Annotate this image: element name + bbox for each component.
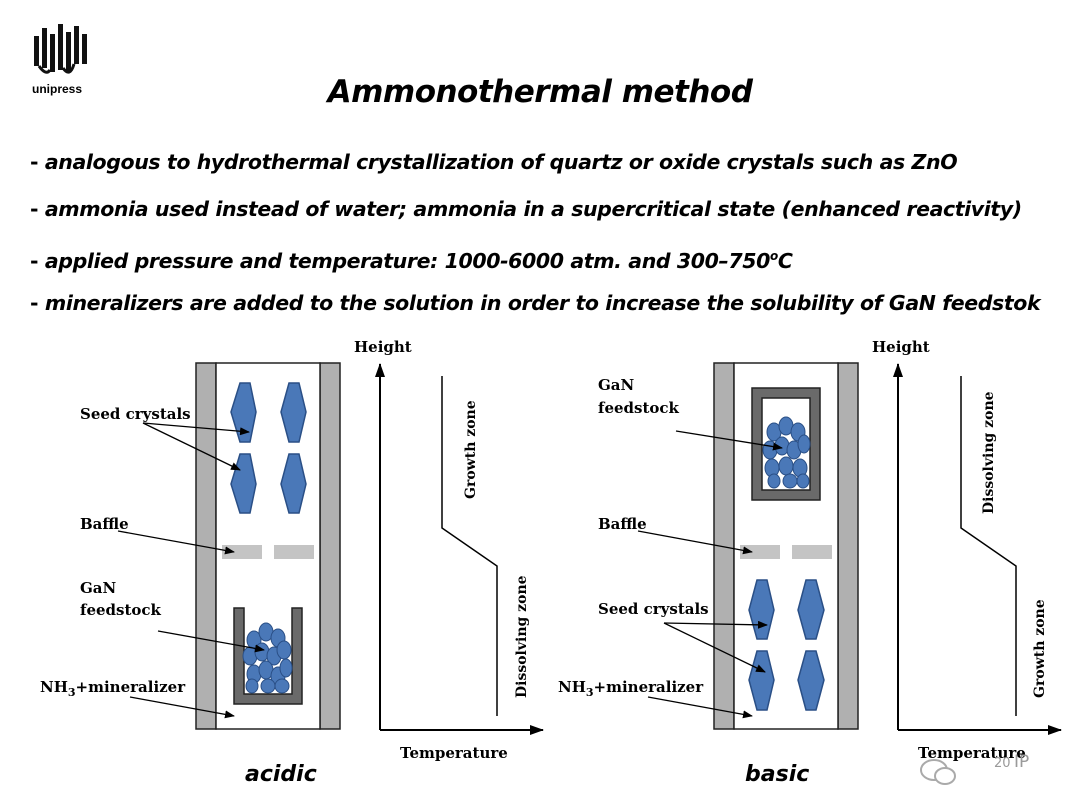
basic-nh3-label: NH3+mineralizer bbox=[558, 678, 704, 699]
acidic-feedstock-label-1: GaN bbox=[80, 579, 117, 597]
acidic-nh3-label: NH3+mineralizer bbox=[40, 678, 186, 699]
basic-crucible bbox=[751, 387, 821, 501]
basic-callouts bbox=[637, 430, 783, 719]
acidic-seed-label: Seed crystals bbox=[80, 405, 191, 423]
watermark: 20 IP bbox=[918, 752, 1048, 792]
page-number: 20 bbox=[994, 756, 1011, 771]
basic-lower-zone-label: Growth zone bbox=[1032, 599, 1048, 698]
unipress-logo bbox=[34, 24, 87, 74]
basic-baffle-label: Baffle bbox=[598, 515, 647, 533]
logo-text: unipress bbox=[32, 82, 83, 96]
acidic-callouts bbox=[117, 422, 265, 719]
basic-seed-label: Seed crystals bbox=[598, 600, 709, 618]
acidic-upper-zone-label: Growth zone bbox=[463, 400, 479, 499]
slide-title: Ammonothermal method bbox=[327, 74, 753, 110]
basic-caption: basic bbox=[745, 762, 810, 787]
basic-temperature-plot bbox=[893, 363, 1062, 735]
bullet-item: - analogous to hydrothermal crystallizat… bbox=[30, 150, 958, 174]
bullet-list: - analogous to hydrothermal crystallizat… bbox=[30, 148, 1041, 336]
bullet-item: - mineralizers are added to the solution… bbox=[30, 291, 1041, 315]
bullet-item: - applied pressure and temperature: 1000… bbox=[30, 248, 793, 273]
basic-temperature-label: Temperature bbox=[918, 744, 1026, 762]
watermark-text: IP bbox=[1014, 752, 1030, 772]
acidic-seed-crystals bbox=[230, 382, 307, 514]
acidic-crucible bbox=[233, 607, 303, 705]
basic-feedstock-label-1: GaN bbox=[598, 376, 635, 394]
basic-height-label: Height bbox=[872, 338, 930, 356]
acidic-caption: acidic bbox=[245, 762, 317, 787]
wechat-icon bbox=[920, 759, 956, 785]
bullet-item: - ammonia used instead of water; ammonia… bbox=[30, 197, 1022, 221]
acidic-lower-zone-label: Dissolving zone bbox=[514, 575, 530, 698]
acidic-height-label: Height bbox=[354, 338, 412, 356]
acidic-baffle-label: Baffle bbox=[80, 515, 129, 533]
basic-feedstock-label-2: feedstock bbox=[598, 399, 680, 417]
acidic-temperature-label: Temperature bbox=[400, 744, 508, 762]
basic-upper-zone-label: Dissolving zone bbox=[981, 391, 997, 514]
acidic-temperature-plot bbox=[375, 363, 544, 735]
acidic-feedstock-label-2: feedstock bbox=[80, 601, 162, 619]
